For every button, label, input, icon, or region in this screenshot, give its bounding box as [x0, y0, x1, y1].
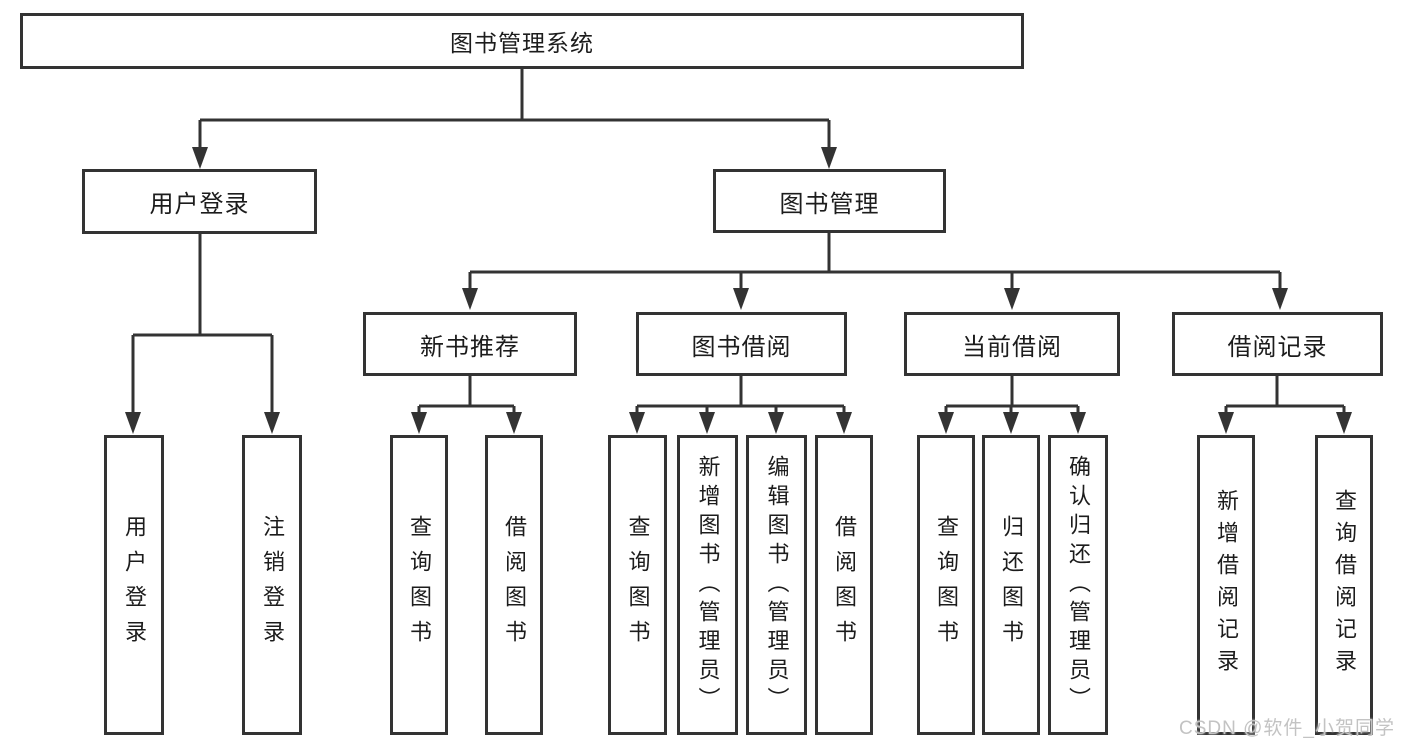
arrow-down-icon — [836, 412, 852, 434]
node-user-login-label: 用户登录 — [149, 191, 250, 218]
arrow-down-icon — [938, 412, 954, 434]
arrow-down-icon — [629, 412, 645, 434]
arrow-down-icon — [733, 288, 749, 310]
arrow-down-icon — [1218, 412, 1234, 434]
new-book-branch-connector — [411, 376, 522, 434]
leaf-logout-label: 注销登录 — [260, 515, 285, 655]
leaf-edit-books-admin-label: 编辑图书（管理员） — [764, 454, 790, 716]
leaf-add-borrow-record: 新增借阅记录 — [1197, 435, 1255, 735]
csdn-watermark: CSDN @软件_小贺同学 — [1179, 718, 1395, 739]
leaf-user-login-label: 用户登录 — [122, 515, 147, 655]
node-borrow-record-label: 借阅记录 — [1227, 333, 1328, 361]
arrow-down-icon — [125, 412, 141, 434]
node-book-management: 图书管理 — [713, 169, 946, 233]
node-current-borrow-label: 当前借阅 — [962, 333, 1062, 361]
leaf-query-books-borrow-label: 查询图书 — [625, 515, 651, 655]
arrow-down-icon — [1004, 288, 1020, 310]
leaf-query-borrow-record: 查询借阅记录 — [1315, 435, 1373, 735]
book-management-branch-connector — [462, 233, 1288, 310]
node-root-system: 图书管理系统 — [20, 13, 1024, 69]
leaf-query-books-recommend: 查询图书 — [390, 435, 448, 735]
leaf-logout: 注销登录 — [242, 435, 302, 735]
leaf-query-books-borrow: 查询图书 — [608, 435, 667, 735]
node-book-management-label: 图书管理 — [779, 190, 880, 218]
node-book-borrow-label: 图书借阅 — [691, 333, 792, 361]
root-branch-connector — [192, 69, 837, 169]
arrow-down-icon — [411, 412, 427, 434]
leaf-return-books: 归还图书 — [982, 435, 1040, 735]
leaf-confirm-return-admin-label: 确认归还（管理员） — [1066, 454, 1091, 716]
leaf-confirm-return-admin: 确认归还（管理员） — [1048, 435, 1108, 735]
arrow-down-icon — [506, 412, 522, 434]
arrow-down-icon — [821, 147, 837, 169]
leaf-return-books-label: 归还图书 — [999, 515, 1024, 655]
node-user-login: 用户登录 — [82, 169, 317, 234]
node-new-book-recommend: 新书推荐 — [363, 312, 577, 376]
arrow-down-icon — [1070, 412, 1086, 434]
leaf-add-books-admin-label: 新增图书（管理员） — [695, 454, 721, 716]
arrow-down-icon — [1003, 412, 1019, 434]
leaf-add-borrow-record-label: 新增借阅记录 — [1214, 489, 1239, 681]
node-new-book-recommend-label: 新书推荐 — [420, 333, 520, 361]
node-book-borrow: 图书借阅 — [636, 312, 847, 376]
leaf-add-books-admin: 新增图书（管理员） — [677, 435, 738, 735]
arrow-down-icon — [264, 412, 280, 434]
leaf-query-books-current: 查询图书 — [917, 435, 975, 735]
current-borrow-branch-connector — [938, 376, 1086, 434]
book-borrow-branch-connector — [629, 376, 852, 434]
leaf-query-books-recommend-label: 查询图书 — [407, 515, 432, 655]
arrow-down-icon — [1336, 412, 1352, 434]
arrow-down-icon — [768, 412, 784, 434]
node-current-borrow: 当前借阅 — [904, 312, 1120, 376]
leaf-edit-books-admin: 编辑图书（管理员） — [746, 435, 807, 735]
leaf-borrow-books-label: 借阅图书 — [832, 515, 857, 655]
arrow-down-icon — [192, 147, 208, 169]
leaf-query-borrow-record-label: 查询借阅记录 — [1332, 489, 1357, 681]
leaf-borrow-books-recommend-label: 借阅图书 — [502, 515, 527, 655]
user-login-branch-connector — [125, 234, 280, 434]
arrow-down-icon — [1272, 288, 1288, 310]
leaf-user-login: 用户登录 — [104, 435, 164, 735]
node-root-label: 图书管理系统 — [450, 30, 594, 56]
leaf-borrow-books-recommend: 借阅图书 — [485, 435, 543, 735]
node-borrow-record: 借阅记录 — [1172, 312, 1383, 376]
arrow-down-icon — [699, 412, 715, 434]
arrow-down-icon — [462, 288, 478, 310]
leaf-query-books-current-label: 查询图书 — [934, 515, 959, 655]
leaf-borrow-books: 借阅图书 — [815, 435, 873, 735]
borrow-record-branch-connector — [1218, 376, 1352, 434]
